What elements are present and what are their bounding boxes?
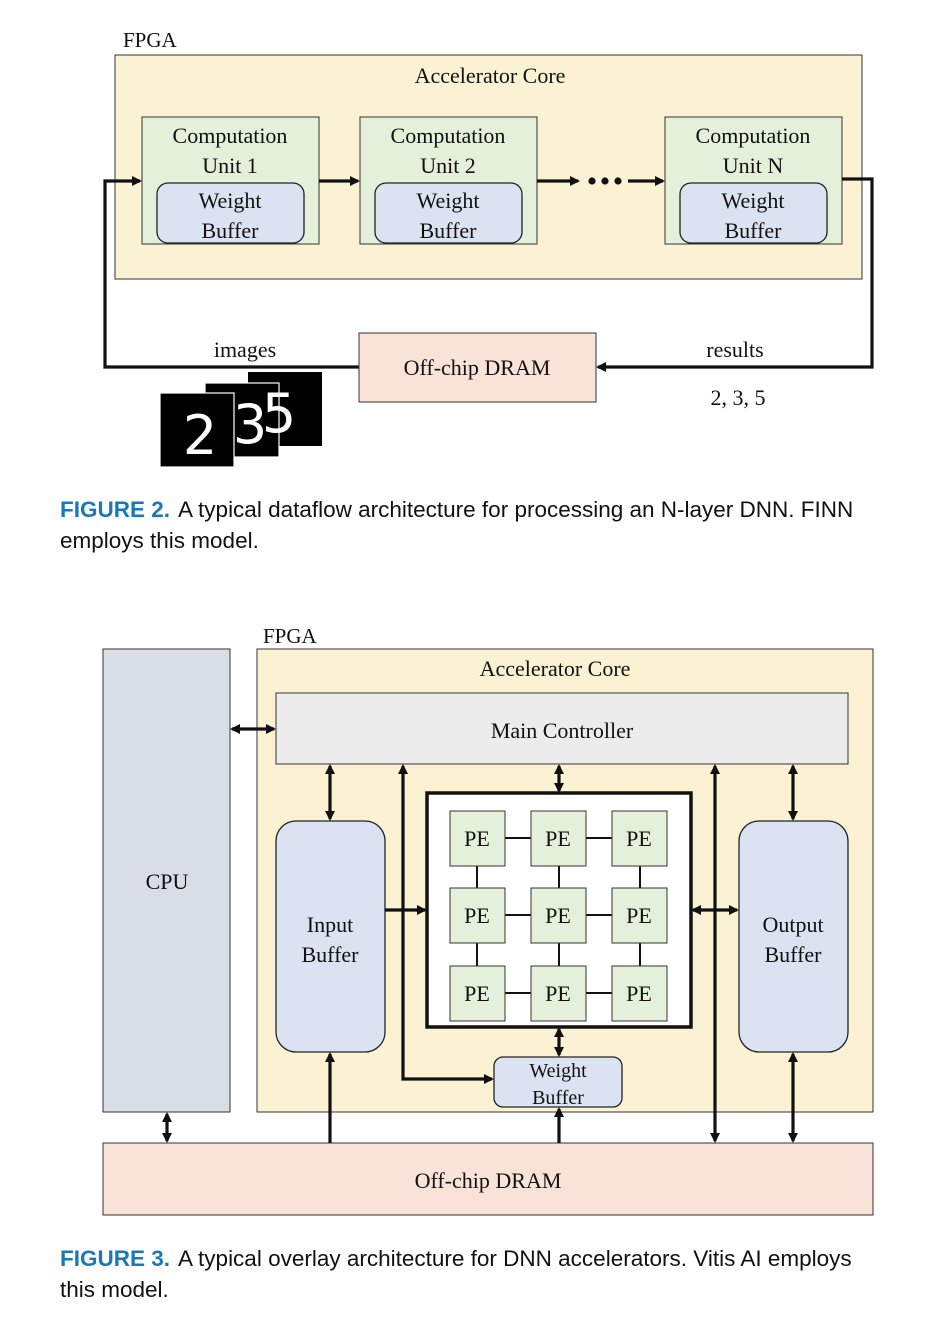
pe-cell: PE	[611, 965, 668, 1022]
cpu-box	[102, 648, 231, 1113]
fig3-fpga-label: FPGA	[263, 624, 318, 648]
figure-2-diagram: FPGA Accelerator Core Computation Unit 1…	[103, 28, 874, 468]
unit-1-weight-buffer	[156, 182, 305, 244]
unit-n-weight-buffer	[679, 182, 828, 244]
images-label: images	[214, 337, 276, 362]
pe-label: PE	[545, 981, 571, 1006]
pe-cell: PE	[449, 887, 506, 944]
ellipsis-dots	[588, 177, 622, 185]
digit-2: 2	[183, 404, 217, 467]
pe-cell: PE	[530, 810, 587, 867]
main-controller-box	[275, 692, 849, 765]
unit-2-buffer-label-2: Buffer	[419, 218, 477, 243]
arrow-controller-to-weight-buffer	[398, 764, 494, 1084]
pe-cell: PE	[611, 810, 668, 867]
fig3-core-label: Accelerator Core	[480, 656, 631, 681]
unit-n-buffer-label-2: Buffer	[724, 218, 782, 243]
digit-images: 5 3 2	[159, 372, 322, 468]
pe-label: PE	[626, 903, 652, 928]
pe-cell: PE	[530, 965, 587, 1022]
computation-unit-n: Computation Unit N Weight Buffer	[664, 116, 843, 245]
pe-label: PE	[545, 826, 571, 851]
fig3-weight-buffer-label-1: Weight	[529, 1060, 587, 1082]
unit-1-subtitle: Unit 1	[202, 153, 258, 178]
computation-unit-1: Computation Unit 1 Weight Buffer	[141, 116, 320, 245]
unit-2-buffer-label-1: Weight	[417, 188, 480, 213]
pe-label: PE	[545, 903, 571, 928]
output-buffer-label-2: Buffer	[764, 942, 822, 967]
input-buffer-label-1: Input	[307, 912, 353, 937]
pe-cell: PE	[449, 965, 506, 1022]
cpu-label: CPU	[146, 869, 189, 894]
fig3-dram-box	[102, 1142, 874, 1216]
figure-2-label: FIGURE 2.	[60, 497, 171, 522]
fig2-dram-label: Off-chip DRAM	[404, 355, 551, 380]
figure-3-diagram: FPGA CPU Accelerator Core Main Controlle…	[102, 624, 874, 1216]
fig2-core-label: Accelerator Core	[415, 63, 566, 88]
pe-cell: PE	[449, 810, 506, 867]
digit-3: 3	[233, 393, 267, 456]
pe-label: PE	[626, 826, 652, 851]
figure-3-caption: FIGURE 3.A typical overlay architecture …	[60, 1243, 890, 1305]
figure-2-caption-text: A typical dataflow architecture for proc…	[60, 497, 854, 553]
unit-2-title: Computation	[391, 123, 506, 148]
pe-label: PE	[626, 981, 652, 1006]
unit-2-weight-buffer	[374, 182, 523, 244]
arrow-images-to-unit1	[103, 176, 359, 369]
figure-3-label: FIGURE 3.	[60, 1246, 171, 1271]
fig2-dram-box	[358, 332, 597, 403]
pe-label: PE	[464, 826, 490, 851]
fig3-arrows	[162, 724, 798, 1143]
unit-n-buffer-label-1: Weight	[722, 188, 785, 213]
figure-3-caption-text: A typical overlay architecture for DNN a…	[60, 1246, 852, 1302]
pe-label: PE	[464, 981, 490, 1006]
main-controller-label: Main Controller	[491, 718, 634, 743]
fig2-fpga-label: FPGA	[123, 28, 178, 52]
results-values: 2, 3, 5	[711, 385, 766, 410]
unit-n-subtitle: Unit N	[723, 153, 784, 178]
unit-n-title: Computation	[696, 123, 811, 148]
results-label: results	[706, 337, 763, 362]
output-buffer-label-1: Output	[762, 912, 823, 937]
unit-2-subtitle: Unit 2	[420, 153, 476, 178]
pe-cell: PE	[611, 887, 668, 944]
arrow-results-to-dram	[596, 177, 874, 372]
unit-1-title: Computation	[173, 123, 288, 148]
pe-cell: PE	[530, 887, 587, 944]
computation-unit-2: Computation Unit 2 Weight Buffer	[359, 116, 538, 245]
fig3-dram-label: Off-chip DRAM	[415, 1168, 562, 1193]
figure-2-caption: FIGURE 2.A typical dataflow architecture…	[60, 494, 890, 556]
unit-1-buffer-label-1: Weight	[199, 188, 262, 213]
digit-5: 5	[262, 382, 296, 445]
pe-label: PE	[464, 903, 490, 928]
fig3-weight-buffer-label-2: Buffer	[532, 1087, 584, 1109]
input-buffer-label-2: Buffer	[301, 942, 359, 967]
unit-1-buffer-label-2: Buffer	[201, 218, 259, 243]
